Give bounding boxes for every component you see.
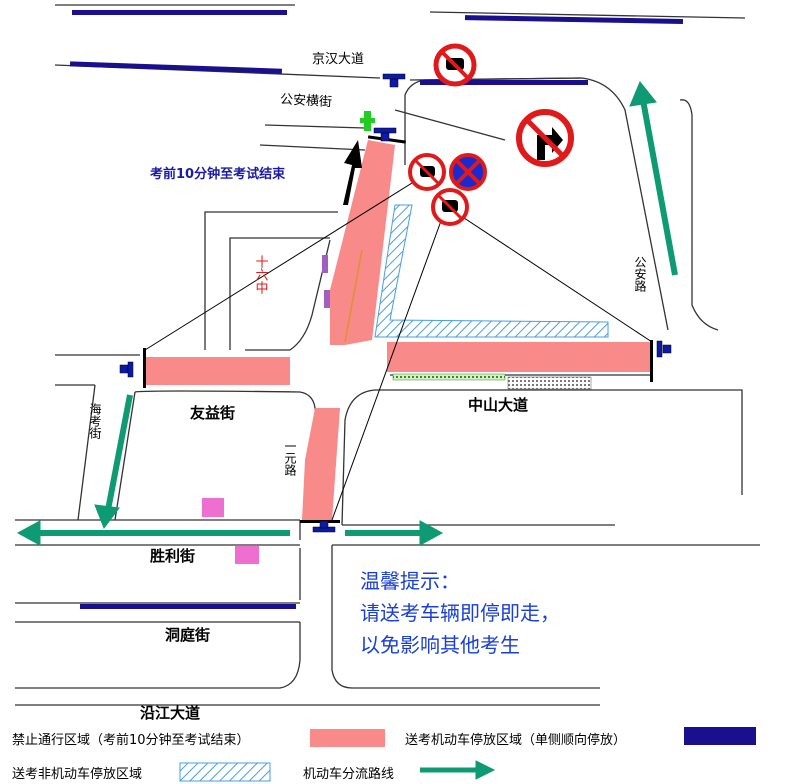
label-zhongshan: 中山大道 [468, 396, 528, 414]
tip-line2: 以免影响其他考生 [360, 633, 520, 657]
legend-nonmotor-label: 送考非机动车停放区域 [12, 766, 142, 782]
no-traffic-zones [145, 140, 650, 520]
sign-leader-lines [144, 177, 653, 521]
tip-box: 温馨提示： 请送考车辆即停即走， 以免影响其他考生 [360, 569, 560, 657]
tip-line1: 请送考车辆即停即走， [360, 601, 560, 625]
road-outlines [15, 4, 760, 706]
no-overtaking-sign [408, 153, 446, 191]
legend-motor-parking-label: 送考机动车停放区域（单侧顺向停放） [405, 732, 626, 748]
no-traffic-zone-zhongshan [387, 342, 650, 372]
motor-parking-stripes [69, 10, 684, 609]
tip-title: 温馨提示： [360, 569, 460, 593]
no-traffic-zone-youyi [145, 357, 290, 385]
pink-marker [202, 498, 224, 517]
pink-marker [235, 546, 259, 564]
legend: 禁止通行区域（考前10分钟至考试结束） 送考机动车停放区域（单侧顺向停放） 送考… [12, 727, 756, 782]
police-post [119, 73, 672, 533]
legend-diversion-label: 机动车分流路线 [303, 766, 394, 782]
legend-nonmotor-swatch [179, 762, 271, 782]
label-youyi: 友益街 [190, 404, 235, 422]
no-traffic-zone-gongan [330, 140, 395, 345]
no-right-turn-sign [516, 109, 574, 167]
label-shengli: 胜利街 [150, 547, 195, 565]
no-stopping-sign [449, 153, 487, 191]
legend-motor-parking-swatch [684, 727, 756, 745]
time-note: 考前10分钟至考试结束 [150, 166, 286, 182]
label-gongan-heng: 公安横街 [280, 92, 333, 110]
no-traffic-zone-yiyuan [302, 408, 340, 520]
legend-no-traffic-label: 禁止通行区域（考前10分钟至考试结束） [12, 732, 250, 748]
legend-no-traffic-swatch [310, 729, 385, 747]
no-motor-vehicle-sign [431, 188, 469, 226]
nonmotor-parking-area [374, 204, 609, 338]
diversion-arrows [16, 81, 678, 780]
label-haikao: 海考街 [88, 402, 102, 439]
no-parking-sign [433, 43, 477, 87]
black-arrow [343, 140, 362, 205]
label-yiyuan: 一元路 [283, 440, 297, 477]
label-jinghan: 京汉大道 [312, 52, 364, 67]
label-gongan-road: 公安路 [633, 256, 647, 293]
label-school: 十六中 [253, 255, 269, 294]
label-yanjiang: 沿江大道 [140, 704, 200, 722]
label-dongting: 洞庭街 [165, 626, 210, 644]
